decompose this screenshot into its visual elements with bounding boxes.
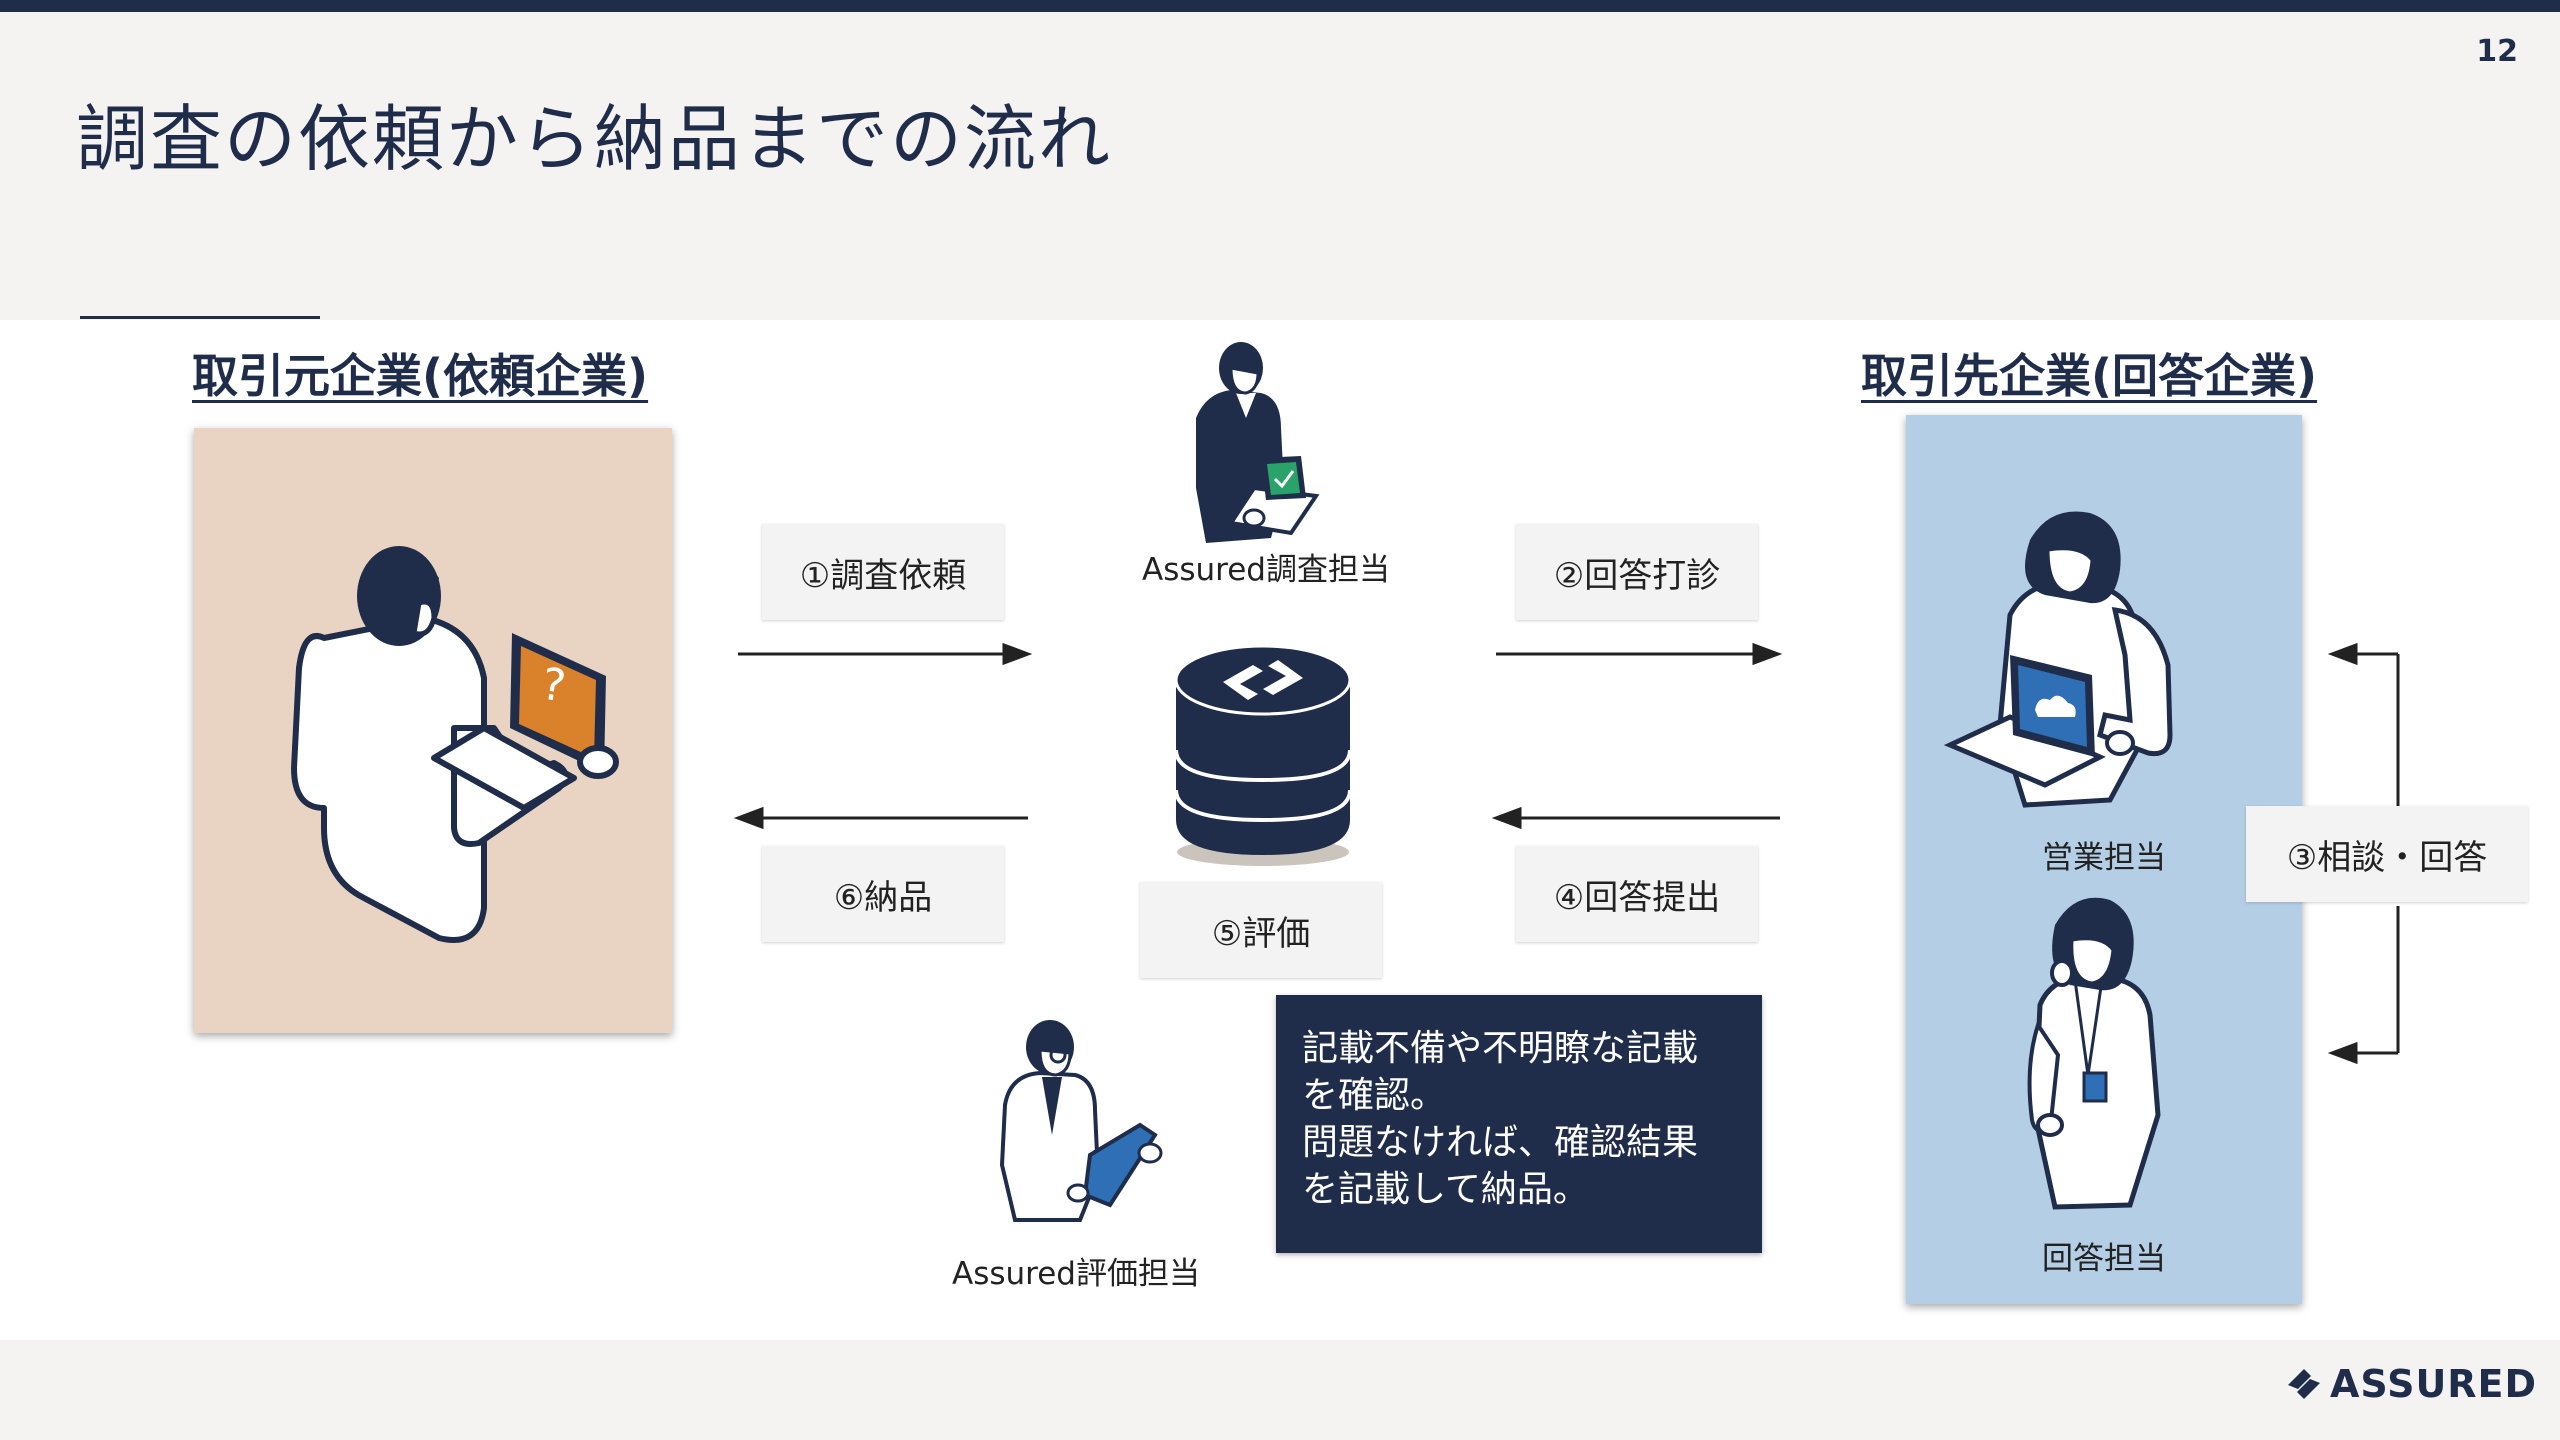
evaluator-caption: Assured評価担当 xyxy=(952,1256,1200,1292)
sales-person-illustration xyxy=(1943,511,2173,808)
step3-label: ③相談・回答 xyxy=(2246,806,2528,902)
assured-logo-icon xyxy=(2288,1369,2320,1399)
assured-logo: ASSURED xyxy=(2284,1362,2537,1406)
step1-label: ①調査依頼 xyxy=(762,524,1004,620)
page-number: 12 xyxy=(2476,34,2518,69)
note-line-3: 問題なければ、確認結果 xyxy=(1302,1122,1699,1163)
arrow-step2-head xyxy=(1752,642,1783,666)
title-accent-line xyxy=(80,316,320,319)
footer-band xyxy=(0,1340,2560,1440)
arrow-step1-head xyxy=(1002,642,1033,666)
page-title: 調査の依頼から納品までの流れ xyxy=(76,97,1113,181)
database-icon xyxy=(1174,644,1352,866)
note-line-4: を記載して納品。 xyxy=(1302,1169,1589,1210)
note-line-2: を確認。 xyxy=(1302,1075,1447,1116)
header-band xyxy=(0,12,2560,320)
arrow-step6-head xyxy=(733,806,764,830)
step2-label: ②回答打診 xyxy=(1516,524,1758,620)
logo-text: ASSURED xyxy=(2330,1362,2538,1406)
note-line-1: 記載不備や不明瞭な記載 xyxy=(1302,1028,1699,1069)
investigator-caption: Assured調査担当 xyxy=(1142,552,1390,588)
top-bar xyxy=(0,0,2560,12)
step6-label: ⑥納品 xyxy=(762,846,1004,942)
client-heading: 取引元企業(依頼企業) xyxy=(192,349,649,403)
responder-illustration xyxy=(2027,897,2161,1210)
sales-caption: 営業担当 xyxy=(2042,840,2166,876)
vendor-heading: 取引先企業(回答企業) xyxy=(1861,349,2318,403)
bracket-bottom-head xyxy=(2327,1041,2358,1065)
step5-label: ⑤評価 xyxy=(1140,882,1382,978)
investigator-illustration xyxy=(1196,342,1320,543)
responder-caption: 回答担当 xyxy=(2042,1241,2166,1277)
step4-label: ④回答提出 xyxy=(1516,846,1758,942)
evaluation-note: 記載不備や不明瞭な記載 を確認。 問題なければ、確認結果 を記載して納品。 xyxy=(1276,995,1762,1253)
bracket-top-head xyxy=(2327,642,2358,666)
client-person-illustration xyxy=(291,546,619,943)
evaluator-illustration xyxy=(999,1020,1163,1222)
arrow-step4-head xyxy=(1491,806,1522,830)
